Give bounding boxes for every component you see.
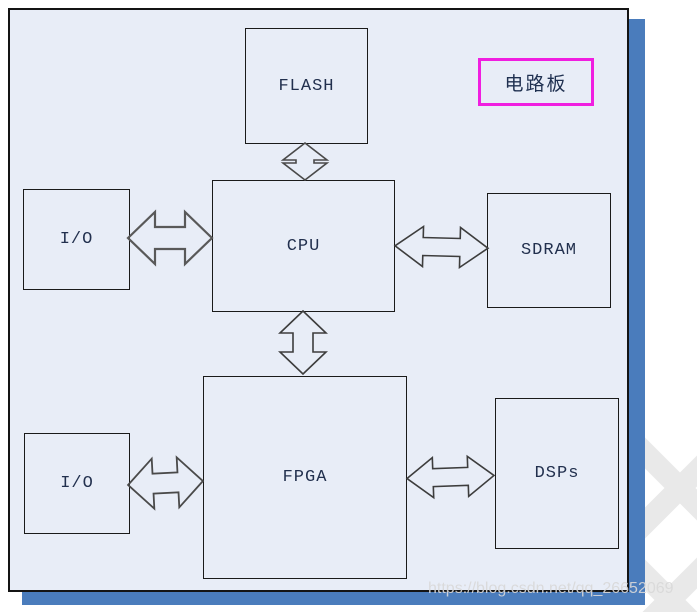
block-sdram: SDRAM [487,193,611,308]
block-io-top: I/O [23,189,130,290]
block-dsps-label: DSPs [534,464,580,483]
block-io-bottom: I/O [24,433,130,534]
arrow-cpu-fpga [278,309,328,376]
board-title-highlight-box: 电路板 [478,58,594,106]
block-flash-label: FLASH [278,76,335,96]
block-fpga: FPGA [203,376,407,579]
block-fpga-label: FPGA [282,468,328,487]
block-dsps: DSPs [495,398,619,549]
arrow-fpga-dsps [405,454,496,500]
board-title-label: 电路板 [504,73,568,95]
block-sdram-label: SDRAM [520,241,577,260]
circuit-board-diagram: FLASH CPU I/O SDRAM FPGA I/O DSPs 电路板 [8,8,629,592]
csdn-url-watermark: https://blog.csdn.net/qq_26652069 [428,580,674,597]
block-flash: FLASH [245,28,368,144]
block-cpu-label: CPU [286,236,321,256]
arrow-cpu-sdram [393,224,490,270]
arrow-io-cpu [126,209,214,267]
arrow-flash-cpu [280,141,330,182]
block-cpu: CPU [212,180,395,312]
block-io-bottom-label: I/O [60,474,94,493]
arrow-io-fpga [126,455,205,511]
block-io-top-label: I/O [59,230,94,249]
